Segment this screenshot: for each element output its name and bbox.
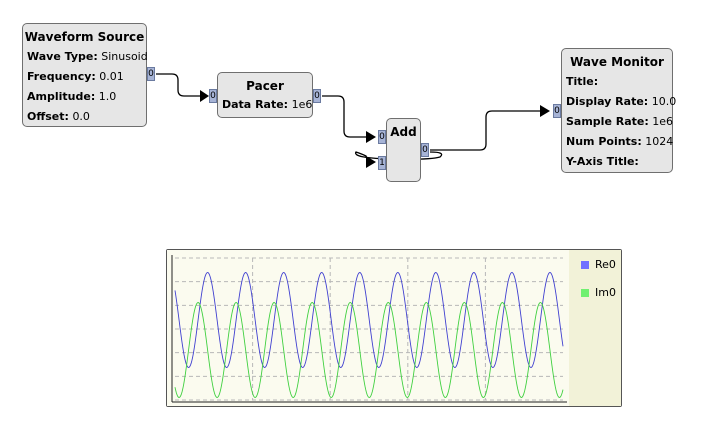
- plot-canvas: [167, 250, 569, 406]
- add-input-port-0[interactable]: 0: [378, 130, 386, 144]
- block-title: Waveform Source: [24, 30, 145, 44]
- block-title: Wave Monitor: [570, 55, 664, 69]
- wave-monitor-block[interactable]: Wave Monitor Title: Display Rate: 10.0 S…: [561, 48, 677, 173]
- add-output-port[interactable]: 0: [421, 143, 429, 157]
- block-title: Add: [390, 125, 417, 139]
- param-frequency: Frequency: 0.01: [27, 70, 124, 83]
- add-input-port-1[interactable]: 1: [378, 156, 386, 170]
- wire-source-pacer: [156, 73, 200, 97]
- param-amplitude: Amplitude: 1.0: [27, 90, 117, 103]
- wire-arrow-pacer: [200, 90, 209, 102]
- param-sample-rate: Sample Rate: 1e6: [566, 115, 674, 128]
- trace-re0: [174, 272, 564, 368]
- param-offset: Offset: 0.0: [27, 110, 90, 123]
- waveform-source-block[interactable]: Waveform Source Wave Type: Sinusoid Freq…: [22, 23, 148, 127]
- param-y-axis-title: Y-Axis Title:: [566, 155, 639, 168]
- block-title: Pacer: [246, 79, 284, 93]
- plot-legend: Re0 Im0: [569, 250, 621, 406]
- pacer-output-port[interactable]: 0: [313, 89, 321, 103]
- monitor-input-port[interactable]: 0: [553, 104, 561, 118]
- trace-im0: [174, 302, 564, 398]
- legend-swatch-im0: [581, 289, 589, 297]
- scope-plot[interactable]: Re0 Im0: [166, 249, 622, 407]
- wire-arrow-add-1: [366, 156, 376, 168]
- wire-arrow-add-0: [366, 131, 376, 143]
- legend-item-im0[interactable]: Im0: [581, 286, 616, 299]
- param-data-rate: Data Rate: 1e6: [222, 98, 313, 111]
- add-block[interactable]: Add: [386, 118, 421, 182]
- legend-item-re0[interactable]: Re0: [581, 258, 616, 271]
- wire-arrow-monitor: [540, 105, 550, 117]
- wire-pacer-add: [322, 95, 366, 138]
- param-display-rate: Display Rate: 10.0: [566, 95, 677, 108]
- pacer-input-port[interactable]: 0: [209, 89, 217, 103]
- param-wave-type: Wave Type: Sinusoid: [27, 50, 148, 63]
- param-num-points: Num Points: 1024: [566, 135, 674, 148]
- source-output-port[interactable]: 0: [147, 67, 155, 81]
- pacer-block[interactable]: Pacer Data Rate: 1e6: [217, 72, 313, 118]
- param-title: Title:: [566, 75, 599, 88]
- legend-swatch-re0: [581, 261, 589, 269]
- wire-add-monitor: [430, 110, 540, 151]
